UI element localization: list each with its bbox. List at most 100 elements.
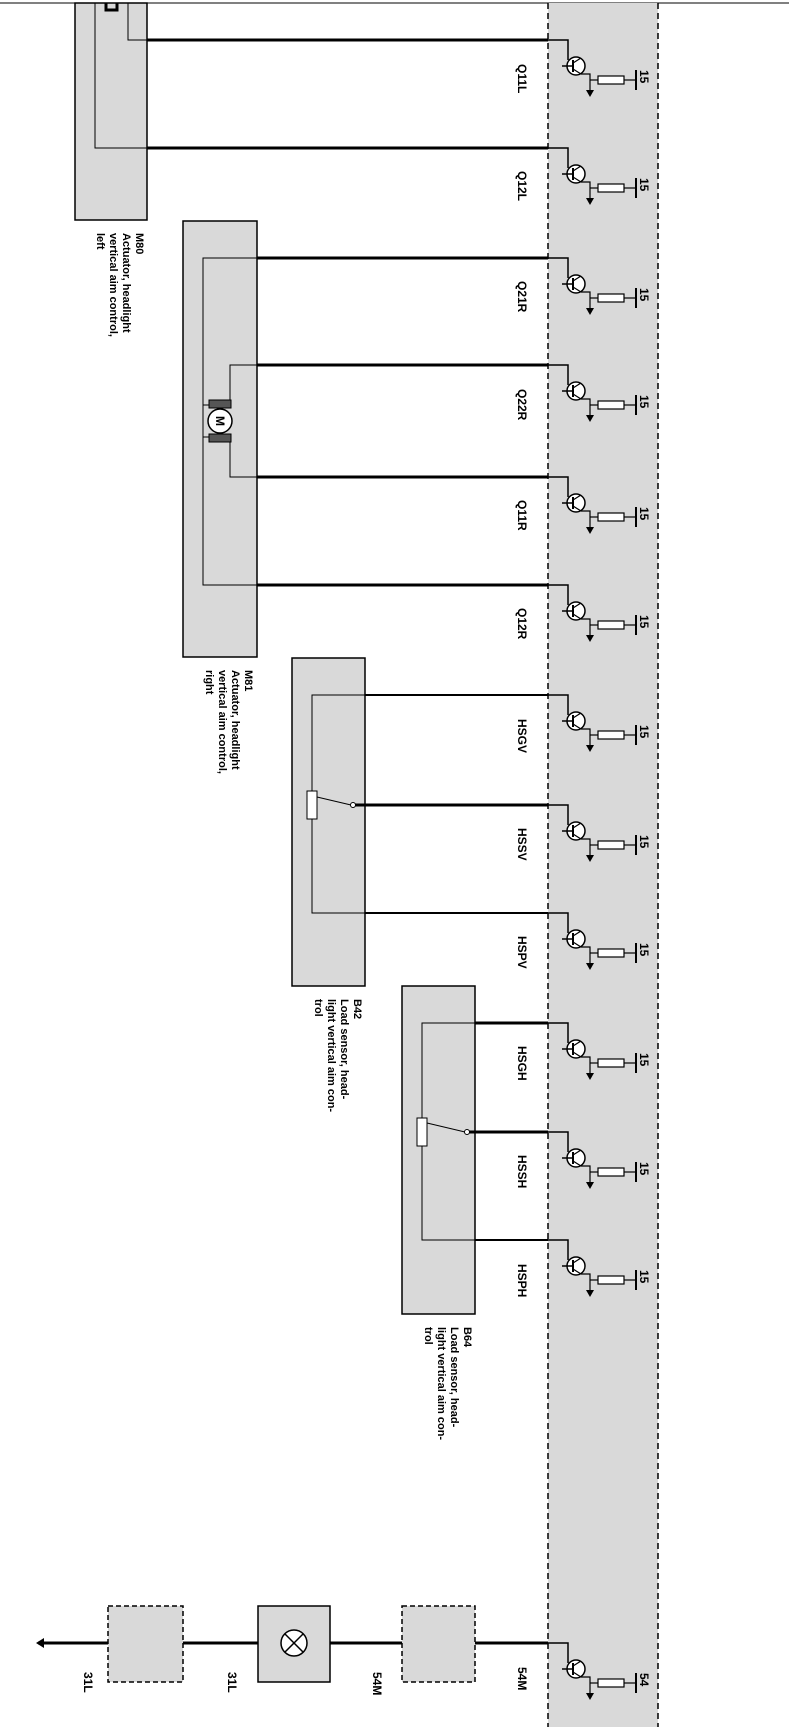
transistor-emitter: [572, 941, 582, 948]
m81-internal-q21r: [202, 257, 257, 586]
transistor-lead-in: [548, 584, 569, 605]
m81-internal-q11r: [229, 437, 257, 478]
ground-arrow-icon: [586, 415, 594, 422]
pin-label: Q21R: [515, 281, 529, 313]
supply-ref-label: 15: [637, 615, 651, 629]
transistor-lead-in: [548, 912, 569, 933]
b42-wiper: [316, 796, 352, 806]
ground-arrow-icon: [586, 1693, 594, 1700]
pin-label: Q11L: [515, 64, 529, 93]
transistor-lead-in: [548, 1022, 569, 1043]
m80-code: M80: [133, 233, 145, 254]
transistor-emitter: [572, 286, 582, 293]
transistor-collector: [572, 1257, 582, 1264]
ground-arrow-icon: [586, 855, 594, 862]
transistor-emitter: [572, 1160, 582, 1167]
supply-ref-label: 15: [637, 70, 651, 84]
transistor-emitter: [572, 68, 582, 75]
b42-code: B42: [351, 999, 363, 1019]
transistor-emitter: [572, 613, 582, 620]
ground-arrow-icon: [586, 745, 594, 752]
pin-label: Q22R: [515, 389, 529, 421]
transistor-lead-in: [548, 476, 569, 497]
b42-wiper-node: [350, 802, 356, 808]
supply-ref-label: 15: [637, 1053, 651, 1067]
component-m80: M80 Actuator, headlight vertical aim con…: [74, 2, 148, 337]
transistor-emitter-lead: [581, 946, 591, 965]
supply-ref-label: 15: [637, 395, 651, 409]
label-31l: 31L: [225, 1672, 239, 1693]
resistor-icon: [597, 1275, 625, 1285]
m80-box: [74, 2, 148, 221]
transistor-collector: [572, 712, 582, 719]
label-ground-31l: 31L: [81, 1672, 95, 1693]
resistor-icon: [597, 512, 625, 522]
b42-desc-1: Load sensor, head-: [338, 999, 350, 1100]
transistor-collector: [572, 165, 582, 172]
control-module: [548, 3, 658, 1727]
transistor-lead-in: [548, 364, 569, 385]
m80-internal-top: [104, 3, 119, 12]
b42-potentiometer: [306, 790, 318, 820]
pin-label: HSPH: [515, 1264, 529, 1297]
transistor-emitter: [572, 833, 582, 840]
ground-arrow-icon: [586, 198, 594, 205]
component-b64: B64 Load sensor, head- light vertical ai…: [401, 985, 476, 1440]
m81-desc-2: vertical aim control,: [216, 670, 228, 774]
resistor-icon: [597, 183, 625, 193]
b64-desc-3: trol: [422, 1327, 434, 1345]
supply-ref-label: 15: [637, 725, 651, 739]
transistor-lead-in: [548, 694, 569, 715]
label-54m-left: 54M: [370, 1672, 384, 1695]
transistor-lead-in: [548, 257, 569, 278]
transistor-collector: [572, 494, 582, 501]
resistor-icon: [597, 1058, 625, 1068]
transistor-emitter-lead: [581, 1165, 591, 1184]
ground-arrow-icon: [586, 1182, 594, 1189]
pin-label: HSPV: [515, 936, 529, 969]
pin-label: Q12R: [515, 608, 529, 640]
transistor-emitter-lead: [581, 838, 591, 857]
transistor-lead-in: [548, 1131, 569, 1152]
pin-label: HSSH: [515, 1155, 529, 1188]
motor-icon: [207, 408, 233, 434]
pin-label: HSSV: [515, 828, 529, 861]
transistor-collector: [572, 930, 582, 937]
supply-ref-label: 54: [637, 1673, 651, 1687]
ground-arrow-icon: [586, 90, 594, 97]
pin-label: 54M: [515, 1667, 529, 1690]
m80-internal-wire-1: [127, 3, 147, 41]
b64-box: [401, 985, 476, 1315]
transistor-collector: [572, 57, 582, 64]
supply-ref-label: 15: [637, 288, 651, 302]
transistor-lead-in: [548, 1642, 569, 1663]
lamp-cross-line-2: [284, 1633, 304, 1653]
transistor-lead-in: [548, 1239, 569, 1260]
b64-desc-2: light vertical aim con-: [435, 1327, 447, 1440]
m81-motor-brush-top: [208, 399, 232, 409]
transistor-emitter: [572, 1051, 582, 1058]
resistor-icon: [597, 1678, 625, 1688]
b64-desc-1: Load sensor, head-: [448, 1327, 460, 1428]
resistor-icon: [597, 948, 625, 958]
resistor-icon: [597, 293, 625, 303]
resistor-icon: [597, 75, 625, 85]
m81-desc-3: right: [203, 670, 215, 695]
connector-right: [401, 1605, 476, 1683]
m80-desc-3: left: [94, 233, 106, 250]
transistor-emitter-lead: [581, 1056, 591, 1075]
m80-desc-1: Actuator, headlight: [120, 233, 132, 333]
supply-ref-label: 15: [637, 943, 651, 957]
transistor-collector: [572, 602, 582, 609]
transistor-collector: [572, 1040, 582, 1047]
resistor-icon: [597, 400, 625, 410]
ground-arrow-icon: [586, 963, 594, 970]
transistor-emitter: [572, 1671, 582, 1678]
supply-ref-label: 15: [637, 1162, 651, 1176]
transistor-emitter-lead: [581, 291, 591, 310]
transistor-collector: [572, 1660, 582, 1667]
ground-arrow-icon: [586, 635, 594, 642]
component-b42: B42 Load sensor, head- light vertical ai…: [291, 657, 366, 1112]
transistor-emitter-lead: [581, 618, 591, 637]
